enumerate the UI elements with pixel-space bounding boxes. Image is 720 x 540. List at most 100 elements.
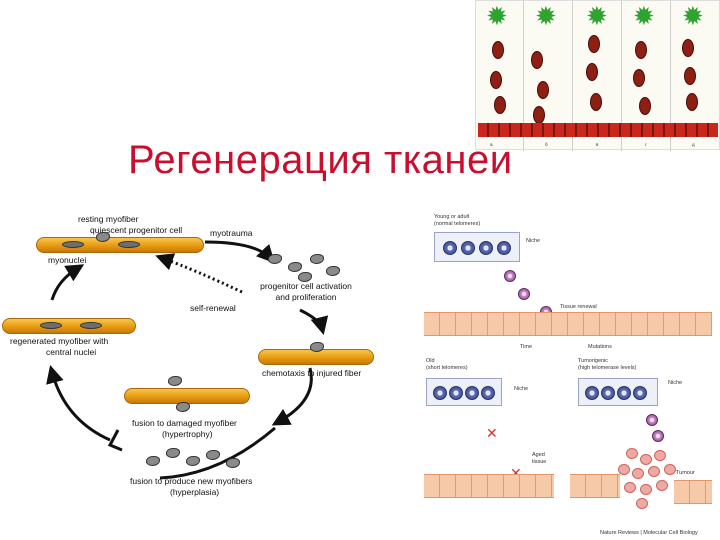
stem-cell: [433, 386, 447, 400]
stem-cell: [461, 241, 475, 255]
progenitor-cell: [504, 270, 516, 282]
tumour-cell: [664, 464, 676, 475]
regenerated-myofiber: [2, 318, 136, 334]
myonuclei-label: myonuclei: [48, 255, 87, 265]
fusing-progenitor-cell: [176, 402, 190, 412]
fusion-new-label-line1: fusion to produce new myofibers: [130, 476, 253, 486]
column-number: в: [596, 142, 599, 147]
fusion-new-label-line2: (hyperplasia): [170, 487, 220, 497]
young-label-line1: Young or adult: [434, 214, 470, 220]
panel-column-2: ✹ б: [525, 1, 573, 151]
column-number: д: [692, 142, 695, 147]
self-renewal-label: self-renewal: [190, 303, 236, 313]
progenitor-cell-cluster: [166, 448, 180, 458]
blocked-x-icon: ✕: [486, 426, 498, 442]
progenitor-cell: [518, 288, 530, 300]
muscle-cell-icon: [533, 106, 545, 124]
activation-label-line1: progenitor cell activation: [260, 281, 352, 291]
niche-label-old: Niche: [514, 386, 529, 392]
column-number: г: [645, 142, 647, 147]
neuron-icon: ✹: [535, 1, 557, 31]
tumour-cell: [640, 454, 652, 465]
time-label: Time: [520, 344, 533, 350]
muscle-cell-icon: [639, 97, 651, 115]
chemotaxis-label: chemotaxis to injured fiber: [262, 368, 362, 378]
aged-tissue-line1: Aged: [532, 452, 545, 458]
muscle-cell-icon: [537, 81, 549, 99]
migrating-progenitor-cell: [310, 342, 324, 352]
activated-progenitor-cell: [310, 254, 324, 264]
neuron-icon: ✹: [633, 1, 655, 31]
tumour-cell: [656, 480, 668, 491]
column-number: б: [545, 142, 548, 147]
tumorigenic-label-line2: (high telomerase levels): [578, 365, 637, 371]
stem-cell: [497, 241, 511, 255]
muscle-cell-icon: [494, 96, 506, 114]
tumorigenic-niche-box: [578, 378, 658, 406]
old-niche-box: [426, 378, 502, 406]
regenerated-label-line2: central nuclei: [46, 347, 97, 357]
tumour-label: Tumour: [676, 470, 695, 476]
fusion-damaged-label-line1: fusion to damaged myofiber: [132, 418, 237, 428]
column-number: а: [490, 142, 493, 147]
tumour-cell: [624, 482, 636, 493]
muscle-cell-icon: [588, 35, 600, 53]
muscle-cell-icon: [686, 93, 698, 111]
stem-cell: [601, 386, 615, 400]
neuron-icon: ✹: [586, 1, 608, 31]
tumour-cell: [648, 466, 660, 477]
quiescent-progenitor-label: quiescent progenitor cell: [90, 225, 183, 235]
progenitor-cell-cluster: [146, 456, 160, 466]
activated-progenitor-cell: [268, 254, 282, 264]
muscle-cell-icon: [684, 67, 696, 85]
slide-title: Регенерация тканей: [128, 138, 513, 182]
stem-cell: [633, 386, 647, 400]
muscle-cell-icon: [531, 51, 543, 69]
panel-column-4: ✹ г: [623, 1, 671, 151]
muscle-cell-icon: [492, 41, 504, 59]
panel-column-5: ✹ д: [672, 1, 720, 151]
tumour-cell: [626, 448, 638, 459]
myonucleus: [118, 241, 140, 248]
neuron-icon: ✹: [682, 1, 704, 31]
stem-cell: [585, 386, 599, 400]
stem-cell: [479, 241, 493, 255]
muscle-cell-icon: [490, 71, 502, 89]
niche-label-young: Niche: [526, 238, 541, 244]
muscle-cell-icon: [586, 63, 598, 81]
aged-tissue-line2: tissue: [532, 459, 547, 465]
progenitor-cell-cluster: [186, 456, 200, 466]
activation-label-line2: and proliferation: [275, 292, 337, 302]
young-label-line2: (normal telomeres): [434, 221, 481, 227]
tumour-cell: [654, 450, 666, 461]
young-niche-box: [434, 232, 520, 262]
quiescent-progenitor-cell: [96, 232, 110, 242]
muscle-fiber-strip: [478, 123, 718, 137]
stem-cell: [465, 386, 479, 400]
regeneration-cycle-arrows: [46, 240, 329, 480]
tumour-tissue-layer: [570, 474, 620, 498]
activated-progenitor-cell: [326, 266, 340, 276]
muscle-cell-icon: [633, 69, 645, 87]
young-tissue-layer: [424, 312, 712, 336]
activated-progenitor-cell: [288, 262, 302, 272]
stem-cell: [443, 241, 457, 255]
stem-cell: [449, 386, 463, 400]
tumour-cell: [618, 464, 630, 475]
muscle-cell-icon: [682, 39, 694, 57]
stem-cell: [617, 386, 631, 400]
myonucleus: [62, 241, 84, 248]
fusing-progenitor-cell: [168, 376, 182, 386]
stem-cell-panel: Young or adult (normal telomeres) Niche …: [420, 208, 716, 540]
tumorigenic-label-line1: Tumorigenic: [578, 358, 609, 364]
aged-tissue-layer: [424, 474, 554, 498]
central-nucleus: [80, 322, 102, 329]
old-label-line2: (short telomeres): [426, 365, 468, 371]
neuron-icon: ✹: [486, 1, 508, 31]
old-label-line1: Old: [426, 358, 435, 364]
tissue-renewal-label: Tissue renewal: [560, 304, 597, 310]
credit-label: Nature Reviews | Molecular Cell Biology: [600, 530, 698, 536]
tumour-tissue-layer: [674, 480, 712, 504]
regenerated-label-line1: regenerated myofiber with: [10, 336, 109, 346]
tumour-cell: [632, 468, 644, 479]
